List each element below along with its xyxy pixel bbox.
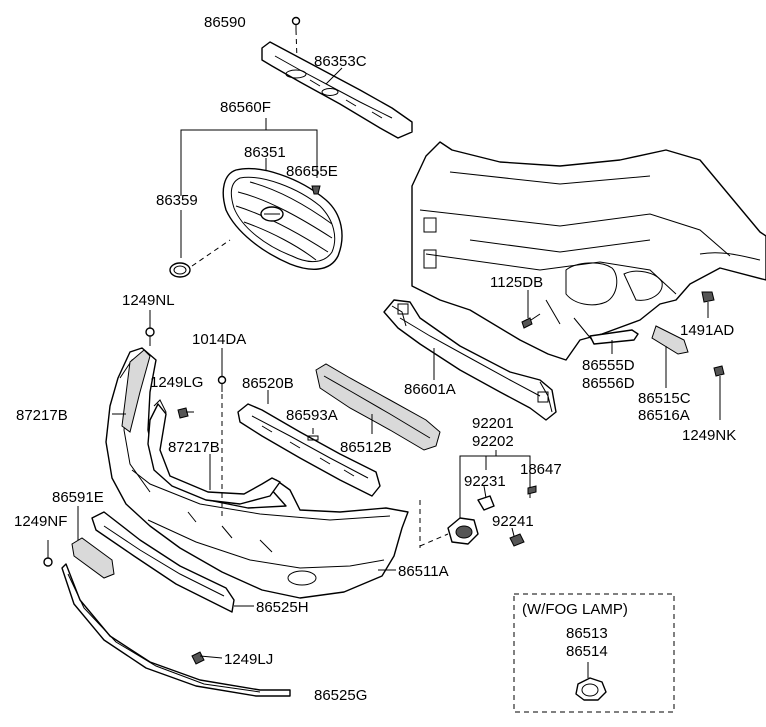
label-86560F: 86560F (220, 99, 271, 116)
fog-lamp-bracket-92231 (477, 485, 495, 511)
label-86359: 86359 (156, 192, 198, 209)
label-86525G: 86525G (314, 687, 367, 704)
label-1491AD: 1491AD (680, 322, 734, 339)
bolt-1249LJ (191, 651, 223, 665)
fog-lamp-92201 (419, 517, 479, 547)
skid-plate-86525G (61, 563, 291, 697)
label-86514: 86514 (566, 643, 608, 660)
label-86512B: 86512B (340, 439, 392, 456)
label-92241: 92241 (492, 513, 534, 530)
label-86601A: 86601A (404, 381, 456, 398)
bulb-18647 (527, 485, 537, 495)
label-86351: 86351 (244, 144, 286, 161)
label-1249LJ: 1249LJ (224, 651, 273, 668)
bracket-86555D (589, 329, 639, 354)
lip-86525H (91, 511, 254, 613)
label-92201: 92201 (472, 415, 514, 432)
label-86515C: 86515C (638, 390, 691, 407)
clip-86593A (307, 428, 319, 441)
label-92231: 92231 (464, 473, 506, 490)
bracket-87217B-left (112, 349, 151, 433)
body-front-end (411, 141, 766, 361)
label-86555D: 86555D (582, 357, 635, 374)
inset-title: (W/FOG LAMP) (522, 601, 628, 618)
label-86593A: 86593A (286, 407, 338, 424)
upper-cover-86353C (261, 41, 413, 139)
label-86353C: 86353C (314, 53, 367, 70)
label-87217B-mid: 87217B (168, 439, 220, 456)
label-1014DA: 1014DA (192, 331, 246, 348)
energy-absorber-86520B (237, 390, 381, 497)
screw-92241 (509, 527, 525, 547)
label-92202: 92202 (472, 433, 514, 450)
bolt-1125DB (521, 290, 541, 329)
inset-fog-lamp-box (513, 593, 675, 713)
garnish-86515C (651, 325, 689, 388)
clip-86655E (311, 185, 321, 195)
label-1249NL: 1249NL (122, 292, 175, 309)
fog-lamp-leader-bracket (459, 450, 531, 520)
label-1249LG: 1249LG (150, 374, 203, 391)
label-86591E: 86591E (52, 489, 104, 506)
label-86520B: 86520B (242, 375, 294, 392)
label-86525H: 86525H (256, 599, 309, 616)
nut-1491AD (701, 291, 715, 318)
bolt-1249NL (145, 310, 155, 346)
radiator-grille-86351 (222, 167, 343, 270)
bolt-1249NK (713, 365, 725, 420)
label-86556D: 86556D (582, 375, 635, 392)
back-beam-86601A (383, 299, 557, 421)
label-86516A: 86516A (638, 407, 690, 424)
bolt-86590 (291, 16, 301, 61)
bolt-1249NF (43, 540, 53, 567)
clip-1014DA (217, 348, 227, 520)
bolt-1249LG (177, 407, 194, 419)
emblem-86359 (169, 239, 231, 278)
bracket-87217B-mid (147, 403, 281, 505)
label-86511A: 86511A (398, 563, 449, 580)
label-1249NF: 1249NF (14, 513, 67, 530)
label-18647: 18647 (520, 461, 562, 478)
label-86655E: 86655E (286, 163, 338, 180)
label-86590: 86590 (204, 14, 246, 31)
lower-grille-86512B (315, 363, 441, 451)
label-1125DB: 1125DB (490, 274, 543, 291)
label-86513: 86513 (566, 625, 608, 642)
license-bracket-86591E (71, 506, 115, 579)
label-87217B-left: 87217B (16, 407, 68, 424)
label-1249NK: 1249NK (682, 427, 736, 444)
